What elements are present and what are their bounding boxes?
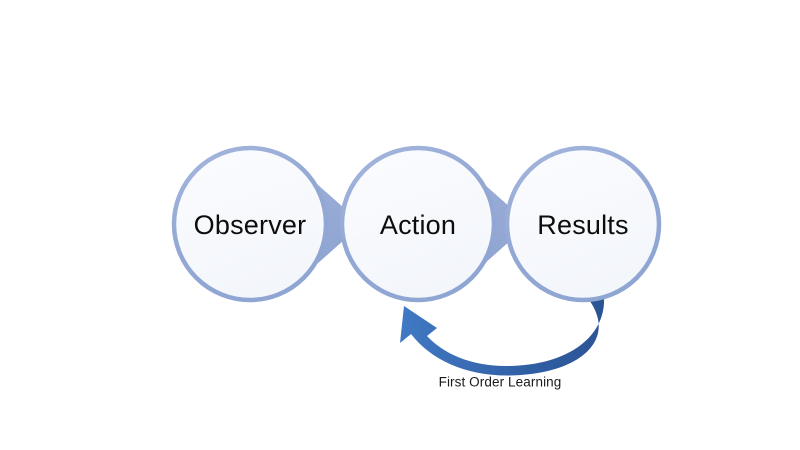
- node-observer-label: Observer: [194, 210, 307, 240]
- node-action[interactable]: Action: [339, 145, 497, 303]
- node-observer-circle: [171, 145, 329, 303]
- node-results-circle: [504, 145, 662, 303]
- first-order-learning-label: First Order Learning: [439, 375, 562, 390]
- feedback-arrow-shape: [400, 296, 605, 376]
- node-results[interactable]: Results: [504, 145, 662, 303]
- node-observer[interactable]: Observer: [171, 145, 329, 303]
- node-action-circle: [339, 145, 497, 303]
- first-order-learning-arrow-group: [400, 296, 605, 376]
- node-results-label: Results: [537, 210, 628, 240]
- node-action-label: Action: [380, 210, 456, 240]
